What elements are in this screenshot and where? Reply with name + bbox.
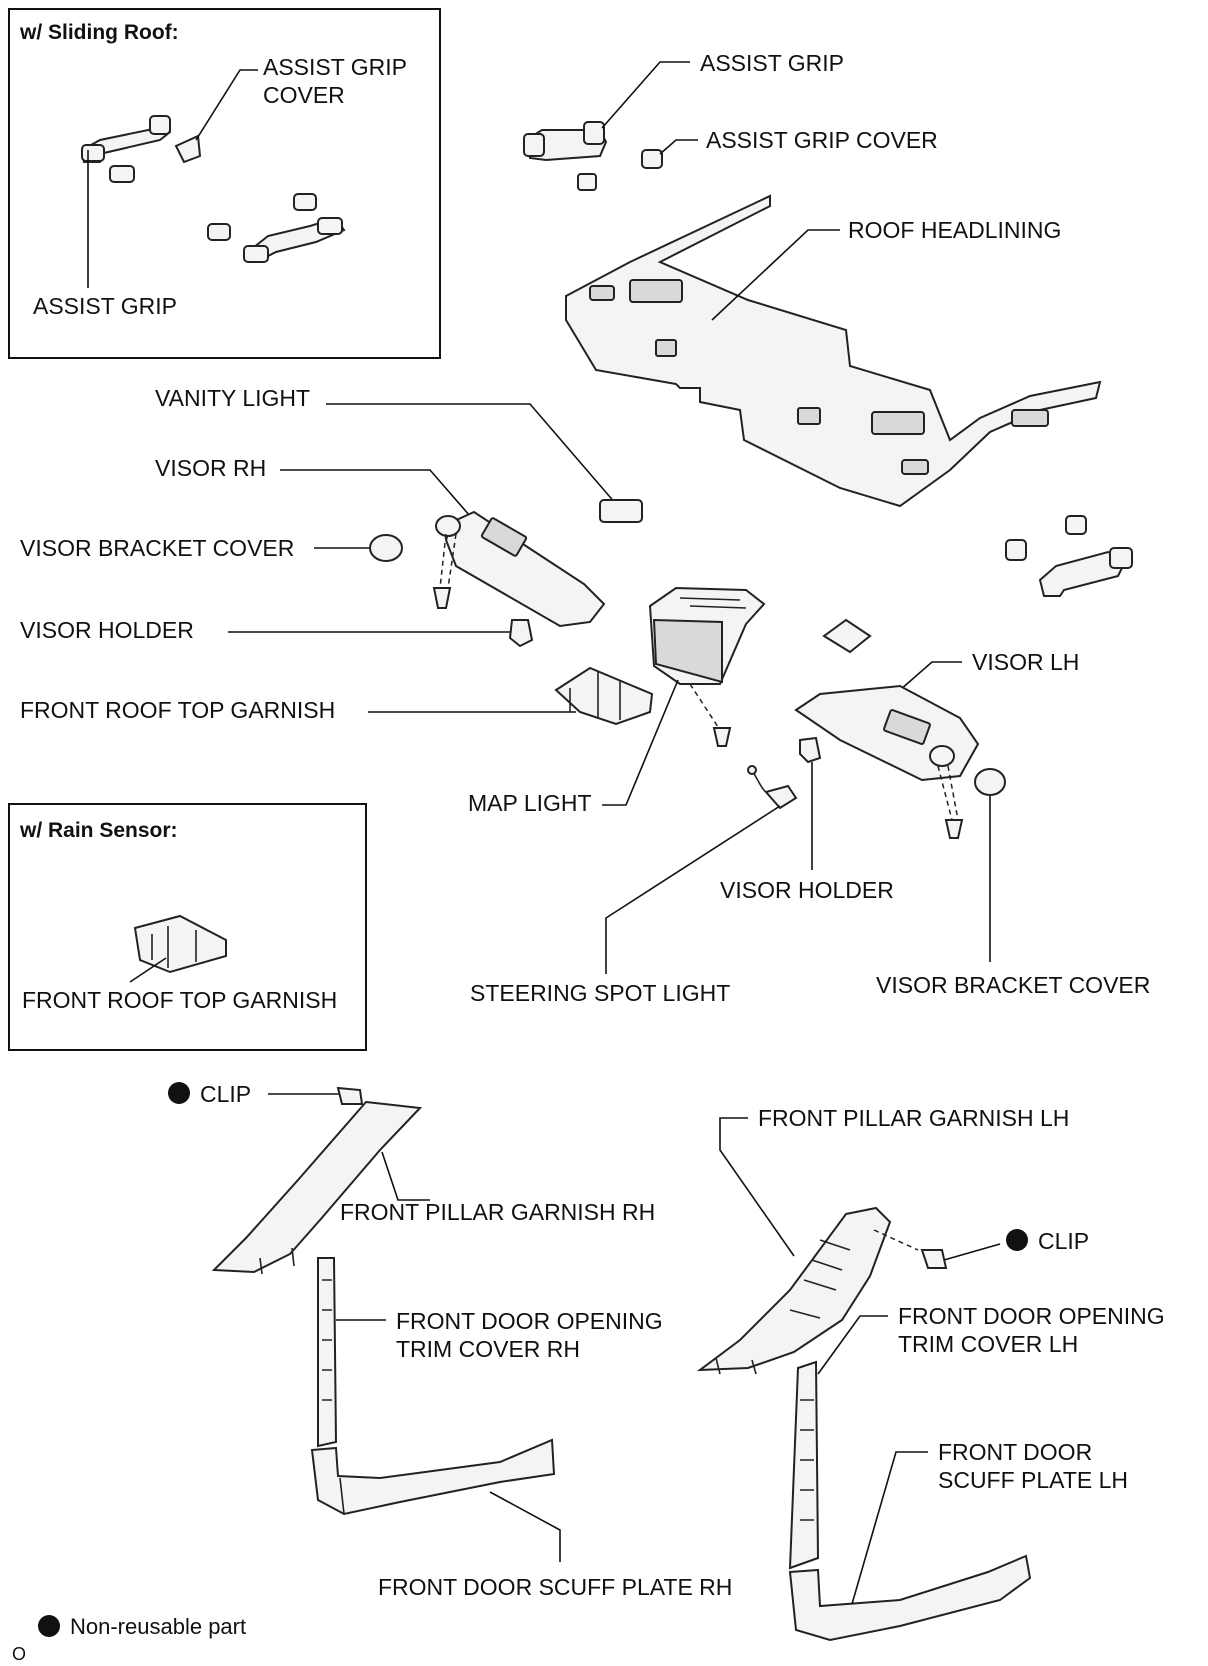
inset-grip-cover-leader [195, 69, 258, 141]
roof-headlining-label: ROOF HEADLINING [848, 217, 1061, 243]
vanity-light-leader [326, 403, 617, 505]
assist-grip-rh-part [1005, 515, 1133, 597]
inset-assist-grip-cover-label-line1: ASSIST GRIP [263, 54, 407, 80]
roof-headlining-part [565, 194, 1102, 508]
front-door-opening-trim-cover-lh-part [788, 1360, 820, 1570]
corner-mark: O [12, 1644, 26, 1664]
front-door-scuff-plate-lh-leader [851, 1451, 928, 1605]
front-door-scuff-plate-lh-label-line2: SCUFF PLATE LH [938, 1467, 1128, 1493]
visor-rh-screw-dashes [439, 533, 457, 589]
steering-spot-light-part [764, 784, 798, 810]
visor-rh-screw [432, 587, 452, 609]
map-light-lens-part [822, 618, 872, 654]
clip-lh-dashes [873, 1229, 919, 1251]
visor-lh-screw [944, 819, 964, 839]
visor-holder-rh-part [508, 619, 534, 648]
front-pillar-garnish-rh-part [211, 1100, 423, 1275]
front-door-scuff-plate-rh-label: FRONT DOOR SCUFF PLATE RH [378, 1574, 732, 1600]
visor-lh-screw-dashes [937, 765, 959, 821]
clip-rh-part [336, 1086, 364, 1105]
clip-rh-label: CLIP [200, 1081, 251, 1107]
front-door-opening-trim-cover-rh-label-line2: TRIM COVER RH [396, 1336, 580, 1362]
clip-lh-part [920, 1249, 948, 1269]
visor-holder-lh-part [799, 736, 822, 764]
front-door-scuff-plate-lh-label-line1: FRONT DOOR [938, 1439, 1092, 1465]
front-door-opening-trim-cover-lh-leader [817, 1315, 888, 1375]
front-door-scuff-plate-lh-part [788, 1554, 1032, 1642]
front-door-opening-trim-cover-rh-part [317, 1257, 338, 1448]
front-door-scuff-plate-rh-leader [489, 1491, 561, 1562]
map-light-part [648, 586, 766, 685]
inset-sliding-roof: w/ Sliding Roof: ASSIST GRIP COVER ASSIS… [8, 8, 441, 359]
assist-grip-cover-label: ASSIST GRIP COVER [706, 127, 938, 153]
visor-lh-label: VISOR LH [972, 649, 1079, 675]
front-door-opening-trim-cover-lh-label-line2: TRIM COVER LH [898, 1331, 1078, 1357]
vanity-light-label: VANITY LIGHT [155, 385, 310, 411]
front-roof-top-garnish-part [554, 666, 654, 726]
inset-garnish-leader [129, 957, 167, 983]
steering-spot-light-leader [605, 805, 781, 974]
visor-rh-part [435, 510, 606, 628]
visor-holder-rh-label: VISOR HOLDER [20, 617, 194, 643]
clip-lh-leader [943, 1243, 1001, 1261]
inset-assist-grip-part-2 [207, 193, 346, 264]
legend-non-reusable-dot [38, 1615, 60, 1637]
visor-lh-leader [899, 661, 962, 691]
front-pillar-garnish-rh-leader [381, 1151, 430, 1201]
inset-rain-sensor-title: w/ Rain Sensor: [19, 819, 178, 842]
clip-lh-label: CLIP [1038, 1228, 1089, 1254]
inset-assist-grip-cover-part [174, 134, 202, 164]
visor-rh-leader [280, 469, 471, 517]
inset-assist-grip-label: ASSIST GRIP [33, 293, 177, 319]
visor-bracket-cover-rh-part [369, 534, 403, 562]
inset-assist-grip-cover-label-line2: COVER [263, 82, 345, 108]
inset-front-roof-top-garnish-part [133, 914, 227, 974]
front-roof-top-garnish-label: FRONT ROOF TOP GARNISH [20, 697, 335, 723]
map-light-leader [602, 679, 679, 806]
clip-lh-non-reusable-dot [1006, 1229, 1028, 1251]
visor-bracket-cover-lh-label: VISOR BRACKET COVER [876, 972, 1150, 998]
visor-bracket-cover-lh-part [974, 768, 1006, 796]
assist-grip-label: ASSIST GRIP [700, 50, 844, 76]
front-pillar-garnish-lh-leader [719, 1117, 795, 1257]
map-light-screw-dashes [689, 683, 721, 731]
front-door-opening-trim-cover-rh-label-line1: FRONT DOOR OPENING [396, 1308, 663, 1334]
map-light-label: MAP LIGHT [468, 790, 592, 816]
assist-grip-part [523, 121, 608, 191]
vanity-light-part [599, 499, 643, 523]
front-pillar-garnish-lh-label: FRONT PILLAR GARNISH LH [758, 1105, 1069, 1131]
inset-rain-sensor: w/ Rain Sensor: FRONT ROOF TOP GARNISH [8, 803, 367, 1051]
assist-grip-cover-leader [659, 139, 698, 155]
front-pillar-garnish-lh-part [696, 1206, 892, 1375]
inset-sliding-roof-title: w/ Sliding Roof: [19, 21, 179, 44]
visor-rh-label: VISOR RH [155, 455, 266, 481]
inset-front-roof-top-garnish-label: FRONT ROOF TOP GARNISH [22, 987, 337, 1013]
visor-lh-part [794, 684, 980, 782]
inset-grip-cover-small [109, 165, 135, 183]
front-door-scuff-plate-rh-part [310, 1438, 556, 1516]
map-light-screw [712, 727, 732, 747]
assist-grip-cover-part [641, 149, 663, 169]
inset-assist-grip-part [80, 115, 172, 163]
front-pillar-garnish-rh-label: FRONT PILLAR GARNISH RH [340, 1199, 655, 1225]
front-door-opening-trim-cover-lh-label-line1: FRONT DOOR OPENING [898, 1303, 1165, 1329]
steering-spot-light-label: STEERING SPOT LIGHT [470, 980, 730, 1006]
visor-bracket-cover-rh-label: VISOR BRACKET COVER [20, 535, 294, 561]
clip-rh-non-reusable-dot [168, 1082, 190, 1104]
legend-non-reusable-label: Non-reusable part [70, 1614, 246, 1639]
roof-headlining-leader [711, 229, 840, 321]
assist-grip-leader [601, 61, 690, 129]
visor-holder-lh-label: VISOR HOLDER [720, 877, 894, 903]
